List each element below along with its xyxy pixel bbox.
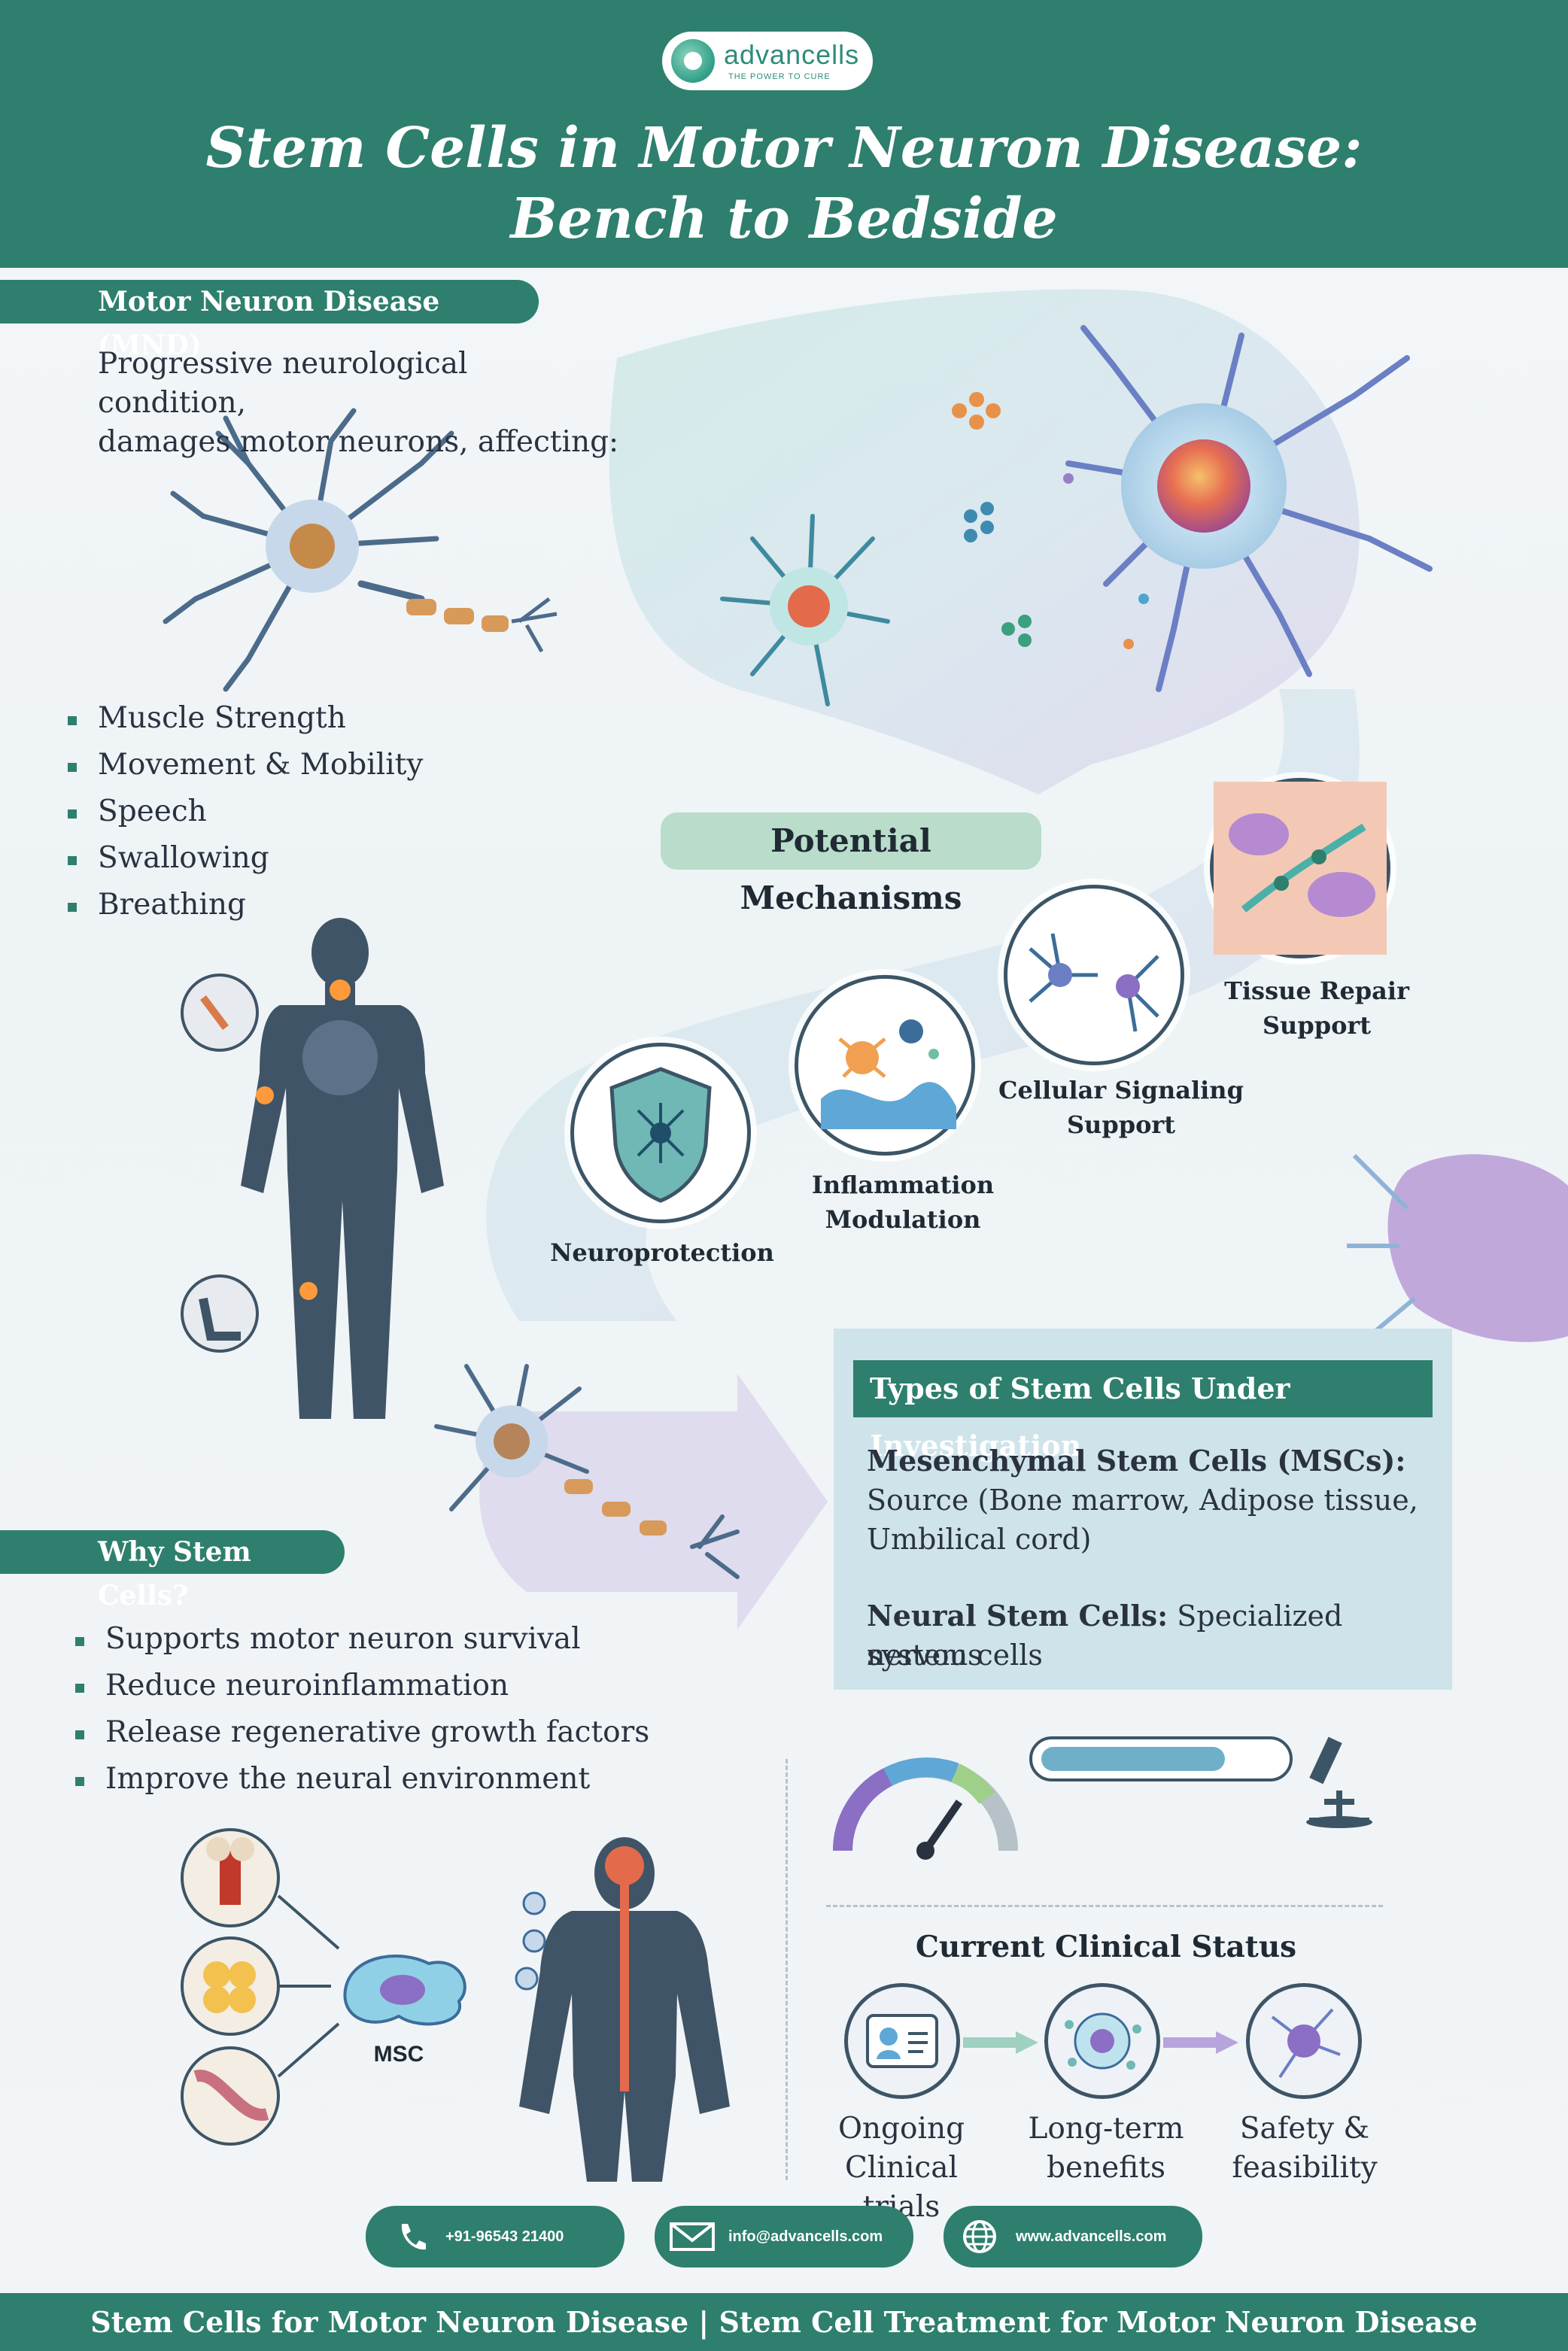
lower-neuron-illustration xyxy=(434,1364,740,1579)
logo-icon xyxy=(671,39,715,83)
website-url: www.advancells.com xyxy=(1016,2228,1167,2245)
mechanism-label-tissue-repair: Tissue Repair Support xyxy=(1204,974,1430,1043)
msc-cell-icon xyxy=(343,1955,466,2026)
microscope-icon xyxy=(1306,1736,1372,1828)
neuroprotection-icon xyxy=(570,1043,751,1223)
stem-cell-types-panel: Types of Stem Cells Under Investigation … xyxy=(834,1329,1452,1690)
types-heading: Types of Stem Cells Under Investigation xyxy=(853,1360,1433,1463)
clinical-step-ongoing: Ongoing Clinical trials xyxy=(804,2110,999,2227)
clinical-step-line2: benefits xyxy=(1047,2151,1165,2185)
mechanism-label-line2: Modulation xyxy=(825,1205,981,1234)
damaged-neuron-illustration xyxy=(163,408,558,692)
bone-marrow-icon xyxy=(181,1828,280,1927)
brand-tagline: THE POWER TO CURE xyxy=(728,72,831,81)
healthy-neuron-illustration xyxy=(1065,325,1433,692)
mechanism-label-signaling: Cellular Signaling Support xyxy=(978,1073,1264,1142)
mail-icon xyxy=(670,2222,715,2251)
email-address: info@advancells.com xyxy=(728,2228,883,2245)
list-item: Release regenerative growth factors xyxy=(75,1709,649,1756)
nsc-line1: Specialized nervous xyxy=(867,1599,1343,1672)
mechanism-label-inflammation: Inflammation Modulation xyxy=(782,1168,1023,1237)
why-heading: Why Stem Cells? xyxy=(0,1530,345,1611)
arrow-icon xyxy=(1163,2031,1238,2054)
brand-name: advancells xyxy=(724,39,860,70)
brand-logo: advancells THE POWER TO CURE xyxy=(662,32,873,90)
page-title-line2: Bench to Bedside xyxy=(510,187,1058,251)
clinical-step-line1: Safety & xyxy=(1239,2112,1370,2146)
msc-title-text: Mesenchymal Stem Cells (MSCs): xyxy=(867,1444,1406,1478)
section-divider-vertical xyxy=(786,1759,788,2180)
mechanism-label-neuroprotection: Neuroprotection xyxy=(542,1235,782,1270)
clinical-step-safety: Safety & feasibility xyxy=(1207,2110,1402,2188)
website-contact-button[interactable]: www.advancells.com xyxy=(944,2206,1202,2267)
nsc-title: Neural Stem Cells: xyxy=(867,1599,1168,1633)
safety-cell-icon xyxy=(1246,1983,1362,2099)
mechanism-label-line2: Support xyxy=(1066,1110,1176,1139)
progress-bar xyxy=(1029,1736,1293,1781)
list-item: Reduce neuroinflammation xyxy=(75,1663,649,1709)
growth-factor-particles xyxy=(952,392,1149,649)
mnd-description-line2: damages motor neurons, affecting: xyxy=(98,425,619,459)
human-body-illustration xyxy=(181,918,444,1419)
mechanism-label-line1: Tissue Repair xyxy=(1224,977,1409,1005)
list-item: Improve the neural environment xyxy=(75,1756,649,1803)
clinical-step-long-term: Long-term benefits xyxy=(1008,2110,1204,2188)
mechanism-label-line1: Neuroprotection xyxy=(550,1238,774,1267)
inflammation-modulation-icon xyxy=(795,975,975,1156)
msc-source-line1: Source (Bone marrow, Adipose tissue, xyxy=(867,1484,1418,1517)
mechanisms-title: Potential Mechanisms xyxy=(661,813,1041,916)
cellular-signaling-icon xyxy=(1004,885,1184,1065)
clinical-status-title: Current Clinical Status xyxy=(915,1930,1297,1964)
id-card-icon xyxy=(844,1983,960,2099)
list-item: Breathing xyxy=(68,882,423,928)
mechanism-label-line1: Inflammation xyxy=(811,1171,995,1199)
adipose-tissue-icon xyxy=(181,1936,280,2036)
msc-label: MSC xyxy=(374,2042,424,2067)
clinical-step-line2: Clinical trials xyxy=(845,2151,958,2224)
section-divider-horizontal xyxy=(826,1905,1383,1907)
list-item: Speech xyxy=(68,788,423,835)
recovering-neuron-illustration xyxy=(720,514,890,706)
pathway-arrow xyxy=(479,1374,828,1630)
mnd-description: Progressive neurological condition, dama… xyxy=(98,345,624,462)
email-contact-button[interactable]: info@advancells.com xyxy=(655,2206,913,2267)
neural-tissue-illustration xyxy=(1347,1153,1568,1342)
tissue-repair-icon xyxy=(1210,778,1390,958)
clinical-progress-graphics xyxy=(833,1736,1372,1860)
header-banner: advancells THE POWER TO CURE Stem Cells … xyxy=(0,0,1568,268)
page-title: Stem Cells in Motor Neuron Disease: Benc… xyxy=(0,113,1568,254)
phone-icon xyxy=(401,2224,426,2250)
arrow-icon xyxy=(963,2031,1038,2054)
footer-banner: Stem Cells for Motor Neuron Disease | St… xyxy=(0,2293,1568,2351)
clinical-step-line1: Ongoing xyxy=(837,2112,965,2146)
clinical-step-line1: Long-term xyxy=(1028,2112,1184,2146)
list-item: Swallowing xyxy=(68,835,423,882)
list-item: Muscle Strength xyxy=(68,695,423,742)
cell-benefit-icon xyxy=(1044,1983,1160,2099)
why-reasons-list: Supports motor neuron survival Reduce ne… xyxy=(75,1616,649,1803)
phone-number: +91-96543 21400 xyxy=(445,2228,564,2245)
msc-source-line2: Umbilical cord) xyxy=(867,1523,1092,1556)
nsc-line2: system cells xyxy=(867,1639,1043,1672)
mnd-heading: Motor Neuron Disease (MND) xyxy=(0,280,539,361)
umbilical-cord-icon xyxy=(181,2046,280,2146)
list-item: Supports motor neuron survival xyxy=(75,1616,649,1663)
page-title-line1: Stem Cells in Motor Neuron Disease: xyxy=(205,116,1363,181)
gauge-icon xyxy=(833,1757,1018,1860)
msc-title: Mesenchymal Stem Cells (MSCs): xyxy=(867,1441,1405,1481)
clinical-step-line2: feasibility xyxy=(1232,2151,1378,2185)
mnd-description-line1: Progressive neurological condition, xyxy=(98,347,468,420)
mnd-effects-list: Muscle Strength Movement & Mobility Spee… xyxy=(68,695,423,928)
nervous-system-body-icon xyxy=(515,1837,730,2182)
mechanism-label-line1: Cellular Signaling xyxy=(998,1076,1244,1104)
globe-icon xyxy=(963,2220,996,2253)
msc-sources-diagram: MSC xyxy=(181,1828,730,2182)
list-item: Movement & Mobility xyxy=(68,742,423,788)
mechanism-label-line2: Support xyxy=(1262,1011,1372,1040)
phone-contact-button[interactable]: +91-96543 21400 xyxy=(366,2206,624,2267)
nsc-description: Neural Stem Cells: Specialized nervous xyxy=(867,1596,1452,1675)
